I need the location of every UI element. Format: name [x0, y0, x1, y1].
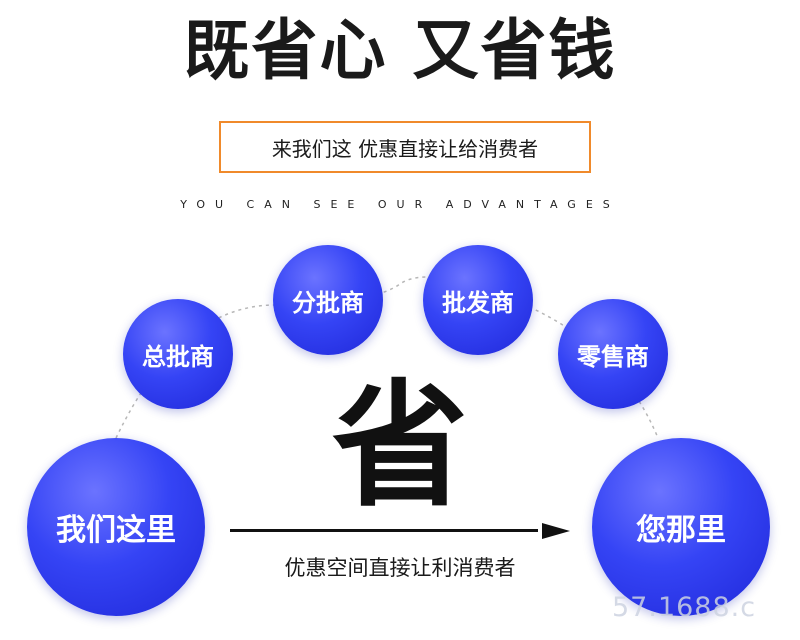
subtitle-text: 来我们这 优惠直接让给消费者: [271, 136, 539, 161]
bubble-sub-distributor: 分批商: [273, 245, 383, 355]
watermark-text: 57.1688.c: [612, 592, 757, 623]
arrow-caption: 优惠空间直接让利消费者: [284, 556, 516, 580]
bubble-retailer-label: 零售商: [577, 342, 649, 371]
save-character: 省: [332, 368, 468, 526]
bubble-total-distributor: 总批商: [123, 299, 233, 409]
bubble-retailer: 零售商: [558, 299, 668, 409]
bubble-wholesaler-label: 批发商: [442, 288, 514, 317]
bubble-our-side: 我们这里: [27, 438, 205, 616]
bubble-your-side: 您那里: [592, 438, 770, 616]
bubble-your-side-label: 您那里: [636, 513, 726, 548]
bubble-total-distributor-label: 总批商: [142, 342, 214, 371]
headline: 既省心 又省钱: [183, 12, 617, 89]
subtitle-box: 来我们这 优惠直接让给消费者: [219, 121, 591, 173]
bubble-sub-distributor-label: 分批商: [292, 288, 364, 317]
bubble-our-side-label: 我们这里: [56, 513, 176, 548]
tagline: YOU CAN SEE OUR ADVANTAGES: [180, 198, 620, 211]
right-arrow-icon: [230, 523, 570, 539]
arrow-head-icon: [542, 523, 570, 539]
arrow-line: [230, 529, 538, 532]
bubble-wholesaler: 批发商: [423, 245, 533, 355]
